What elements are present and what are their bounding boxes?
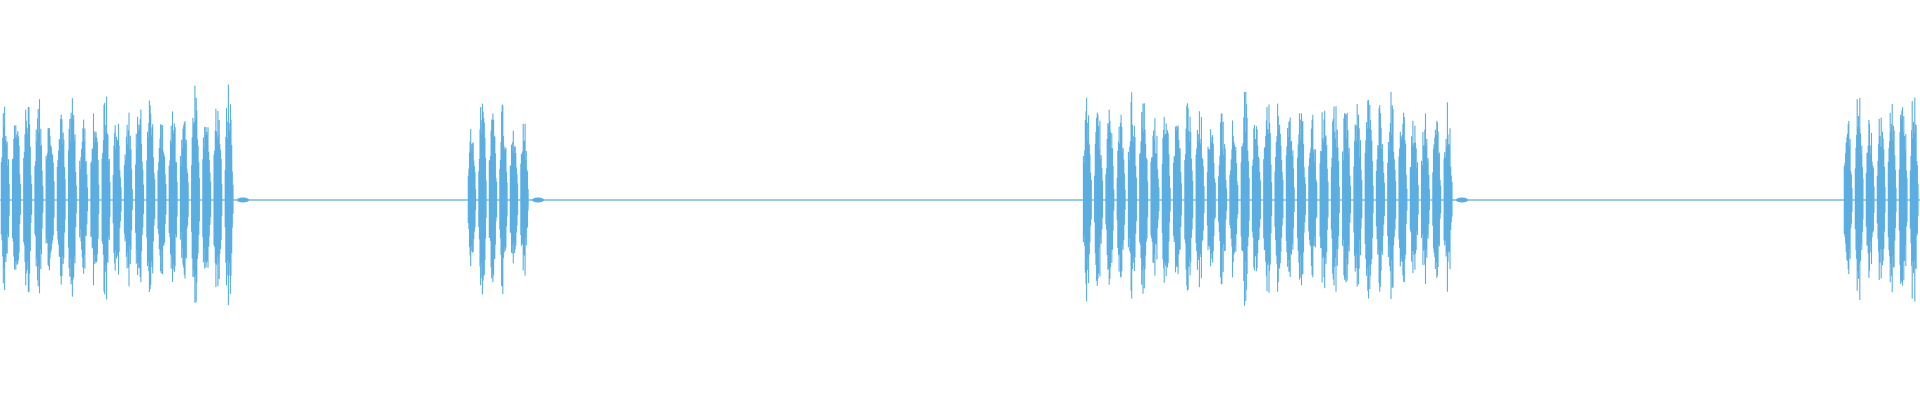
waveform-bursts [0,84,1919,306]
waveform-burst [1843,97,1919,302]
waveform-burst [1082,91,1468,306]
waveform-tail [1456,197,1468,203]
waveform-burst [0,84,249,306]
waveform-tail [237,197,249,203]
waveform-tail [532,197,544,203]
waveform-burst [467,103,544,295]
